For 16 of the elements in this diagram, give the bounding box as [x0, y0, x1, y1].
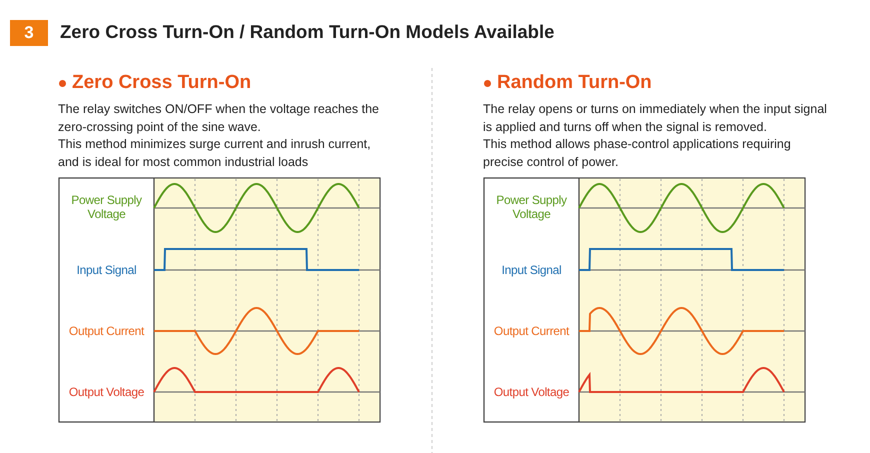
page-title: Zero Cross Turn-On / Random Turn-On Models Available — [60, 21, 554, 43]
signal-label: Output Voltage — [492, 384, 570, 401]
signal-label: Power Supply Voltage — [70, 192, 143, 223]
signal-label: Power Supply Voltage — [495, 192, 568, 223]
number-badge: 3 — [10, 20, 48, 46]
signal-label: Output Current — [492, 323, 570, 340]
section-heading: Zero Cross Turn-On — [72, 72, 252, 94]
signal-label: Input Signal — [76, 262, 138, 279]
signal-label: Output Current — [68, 323, 146, 340]
description-text: This method minimizes surge current and inrush current, and is ideal for most common industrial loads — [58, 136, 372, 170]
description-text: The relay switches ON/OFF when the voltage reaches the zero-crossing point of the sine wave. — [58, 101, 380, 136]
description-text: This method allows phase-control applications requiring precise control of power. — [483, 136, 792, 171]
signal-label: Output Voltage — [68, 384, 146, 401]
signal-label: Input Signal — [500, 262, 562, 279]
description-text: The relay opens or turns on immediately when the input signal is applied and turns off when the signal is removed. — [483, 101, 828, 136]
section-heading: Random Turn-On — [497, 72, 652, 94]
